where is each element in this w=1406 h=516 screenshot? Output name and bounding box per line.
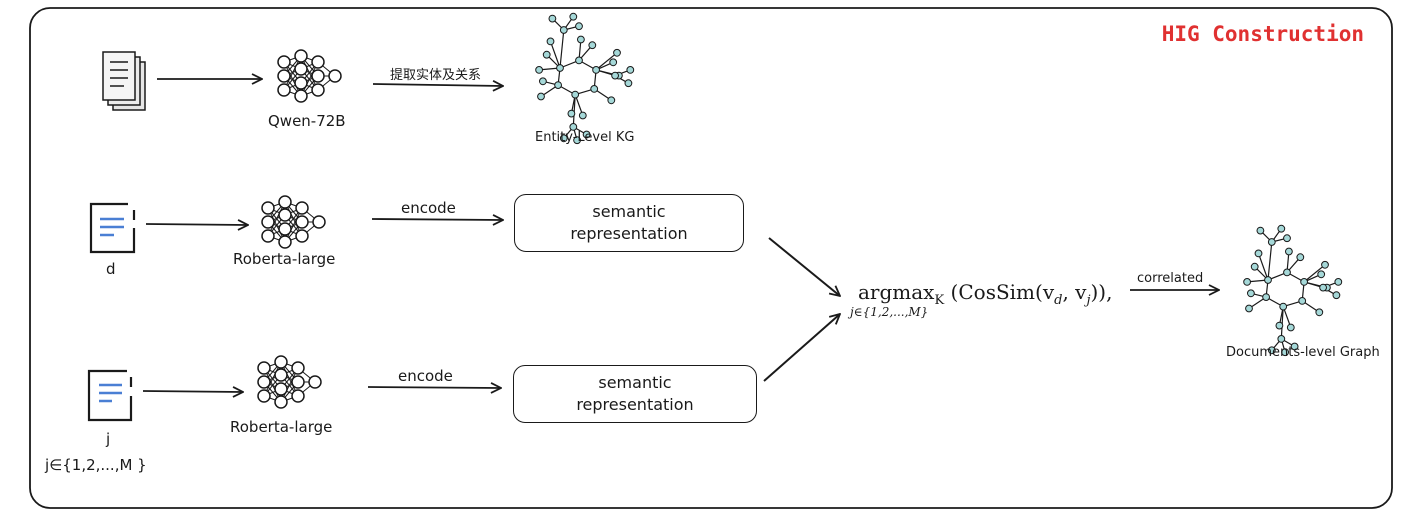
formula-argmax: argmax <box>858 280 935 304</box>
neural-network-icon <box>257 355 322 409</box>
doc-j-label: j <box>106 430 111 448</box>
arrow-roberta-to-semantic-2 <box>367 387 501 388</box>
semantic-box-1-line2: representation <box>570 224 688 243</box>
neural-network-icon <box>261 195 326 249</box>
semantic-box-1-line1: semantic <box>592 202 666 221</box>
formula-vd: d <box>1054 293 1063 308</box>
arrow-d-to-roberta <box>145 224 248 225</box>
arrow-semantic-1-to-argmax <box>768 237 840 296</box>
semantic-representation-box-1: semantic representation <box>514 194 744 252</box>
formula-sep: , v <box>1062 280 1087 304</box>
argmax-subscript: j∈{1,2,...,M} <box>850 305 929 319</box>
arrow-qwen-to-kg <box>372 84 503 86</box>
roberta-label-1: Roberta-large <box>233 250 336 268</box>
encode-label-2: encode <box>398 367 453 385</box>
semantic-box-2-line1: semantic <box>598 373 672 392</box>
doc-d-label: d <box>106 260 116 278</box>
roberta-label-2: Roberta-large <box>230 418 333 436</box>
documents-graph-label: Documents-level Graph <box>1226 345 1380 360</box>
arrow-semantic-2-to-argmax <box>763 314 840 382</box>
formula-tail: )), <box>1090 280 1113 304</box>
neural-network-icon <box>277 49 342 103</box>
arrow-roberta-to-semantic-1 <box>371 219 503 220</box>
qwen-model-label: Qwen-72B <box>268 112 346 130</box>
semantic-representation-box-2: semantic representation <box>513 365 757 423</box>
document-stack-icon <box>102 51 146 111</box>
outer-frame <box>29 7 1393 509</box>
doc-j-range-label: j∈{1,2,...,M } <box>45 456 147 474</box>
formula-vj: j <box>1086 293 1091 308</box>
knowledge-graph-icon <box>535 12 635 145</box>
extract-edge-label: 提取实体及关系 <box>390 68 482 83</box>
semantic-box-2-line2: representation <box>576 395 694 414</box>
entity-kg-label: Entity-Level KG <box>535 130 635 145</box>
arrow-j-to-roberta <box>142 391 243 392</box>
correlated-label: correlated <box>1137 271 1204 286</box>
document-icon <box>89 202 136 254</box>
encode-label-1: encode <box>401 199 456 217</box>
formula-cossim: (CosSim(v <box>944 280 1055 304</box>
argmax-formula: argmaxK (CosSim(vd, vj)), <box>858 280 1112 308</box>
document-icon <box>87 369 133 422</box>
diagram-title: HIG Construction <box>1161 22 1364 46</box>
knowledge-graph-icon <box>1243 224 1343 357</box>
formula-k: K <box>934 293 945 308</box>
